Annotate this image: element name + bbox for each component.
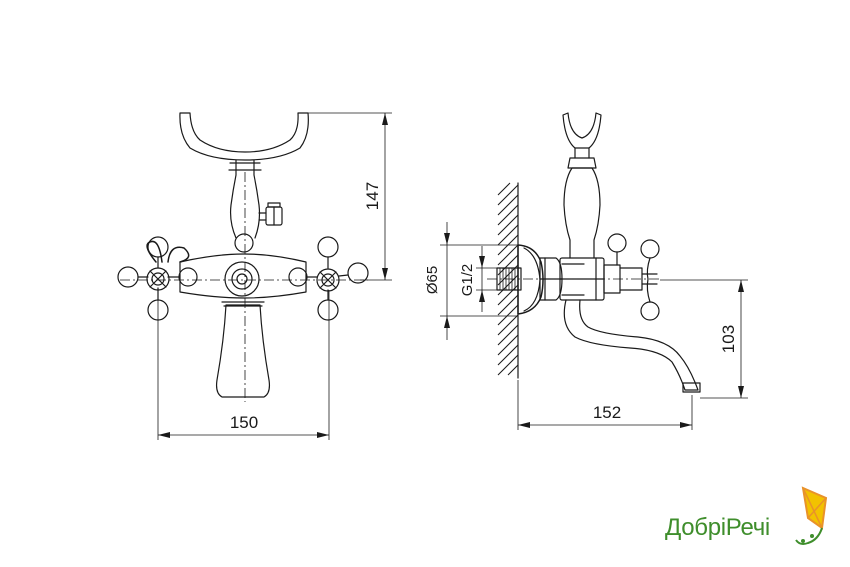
dim-reach-label: 152 — [593, 403, 621, 422]
body-bar — [179, 253, 307, 299]
dim-width-label: 150 — [230, 413, 258, 432]
side-spout — [563, 299, 699, 391]
side-cross-handle — [603, 233, 660, 321]
dim-spout-height: 103 — [660, 279, 748, 399]
front-spout — [215, 304, 271, 398]
side-column — [563, 167, 601, 259]
dim-thread-label: G1/2 — [459, 264, 476, 297]
dim-diameter: Ø65 — [424, 222, 518, 340]
diverter-knob — [258, 202, 283, 226]
side-shower-fork — [562, 112, 602, 149]
wall-hatch — [497, 182, 519, 376]
dim-thread: G1/2 — [459, 246, 500, 312]
dim-spout-height-label: 103 — [719, 325, 738, 353]
brand-logo-text: ДобріРечі — [665, 514, 770, 541]
front-view — [117, 112, 369, 402]
shower-holder — [179, 112, 309, 161]
dim-diameter-label: Ø65 — [424, 266, 441, 294]
dim-reach: 152 — [517, 380, 693, 430]
left-cross-handle — [117, 236, 198, 321]
dim-height-label: 147 — [363, 182, 382, 210]
dim-width: 150 — [157, 290, 330, 440]
dim-height: 147 — [308, 112, 392, 281]
right-cross-handle — [288, 236, 369, 321]
brand-logo: ДобріРечі — [665, 486, 828, 545]
holder-column — [229, 159, 261, 239]
side-view — [487, 112, 701, 393]
kite-icon — [795, 486, 828, 545]
rosette — [517, 244, 544, 315]
center-nut — [224, 261, 260, 297]
